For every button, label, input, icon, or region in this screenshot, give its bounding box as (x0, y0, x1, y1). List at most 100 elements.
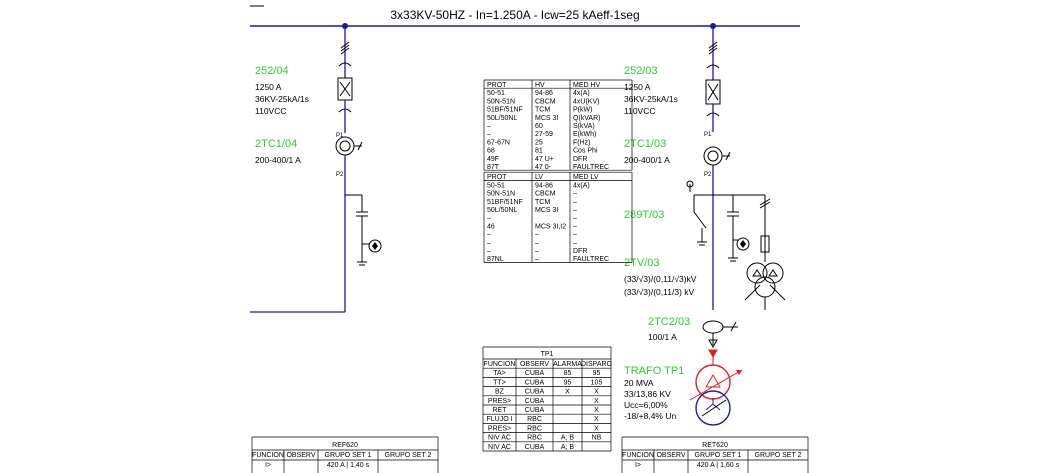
tp1-cell: X (594, 398, 599, 405)
lv_rows-cell: 50L/50NL (487, 207, 517, 214)
right-ct2-ratio: 100/1 A (648, 332, 677, 342)
tp1-cell: NIV AC (488, 444, 511, 451)
tp1-cell: RBC (527, 435, 542, 442)
right-bay: P1 P2 (686, 23, 786, 426)
right-p1-label: P1 (704, 132, 712, 138)
ref620-header-3: GRUPO SET 2 (385, 452, 432, 459)
hv_rows-cell: 51BF/51NF (487, 107, 523, 114)
lv_rows-cell: 51BF/51NF (487, 199, 523, 206)
vt-winding-1 (746, 262, 768, 284)
lv_rows-cell: – (487, 248, 491, 255)
hv_rows-cell: 4xU(KV) (573, 98, 599, 105)
right-breaker-line-0: 1250 A (624, 82, 651, 92)
tp1-cell: CUBA (525, 370, 545, 377)
lv_rows-cell: – (535, 240, 539, 247)
hv_rows-cell: TCM (535, 107, 550, 114)
lv_rows-cell: – (535, 248, 539, 255)
ref620-header-0: FUNCION (252, 452, 284, 459)
hv_header-0: PROT (487, 82, 507, 89)
left-p1-label: P1 (336, 133, 344, 139)
lv_rows-cell: 50N-51N (487, 191, 515, 198)
tp1-cell: RET (493, 407, 508, 414)
right-vt-line-1: (33/√3)/(0,11/3) kV (624, 287, 695, 297)
tp1-cell: X (565, 389, 570, 396)
left-lamp-icon (368, 239, 382, 253)
tp1-header-3: DISPARO (581, 361, 613, 368)
lv_rows-cell: 50-51 (487, 182, 505, 189)
hv_rows-cell: 47 0- (535, 164, 552, 171)
left-bay: P1 P2 (250, 23, 382, 313)
hv_rows-cell: 27-59 (535, 131, 553, 138)
lv_rows-cell: MCS 3I (535, 207, 558, 214)
tp1-cell: CUBA (525, 398, 545, 405)
ret620-header-3: GRUPO SET 2 (755, 452, 802, 459)
right-ct2-tag: 2TC2/03 (648, 316, 690, 328)
hv_rows-cell: 87T (487, 164, 500, 171)
tp1-header-2: ALARMA (553, 361, 582, 368)
tp1-cell: 95 (564, 379, 572, 386)
tp1-cell: TA> (493, 370, 506, 377)
tp1-cell: RBC (527, 425, 542, 432)
lv_rows-cell: – (573, 215, 577, 222)
ret620-header-2: GRUPO SET 1 (695, 452, 742, 459)
right-breaker-line-1: 36KV-25kA/1s (624, 94, 678, 104)
hv_rows-cell: P(kW) (573, 107, 592, 114)
left-breaker-tag: 252/04 (255, 65, 289, 77)
left-ct-ratio: 200-400/1 A (255, 155, 301, 165)
ret620-title: RET620 (702, 442, 728, 449)
tp1-cell: BZ (495, 389, 505, 396)
hv_rows-cell: Q(kVAR) (573, 115, 600, 122)
lv_rows-cell: – (535, 256, 539, 263)
ret620-header-0: FUNCION (622, 452, 654, 459)
ref620-header-2: GRUPO SET 1 (325, 452, 372, 459)
ref620-title: REF620 (332, 442, 358, 449)
tp1-cell: 85 (564, 370, 572, 377)
lv_rows-cell: CBCM (535, 191, 556, 198)
ref620-cell: I> (265, 462, 271, 469)
lv_rows-cell: – (573, 223, 577, 230)
ref620-header-1: OBSERV (286, 452, 315, 459)
right-breaker-line-2: 110VCC (624, 106, 656, 116)
lv_rows-cell: 4x(A) (573, 182, 590, 189)
tp1-cell: TT> (493, 379, 506, 386)
hv_rows-cell: 50N-51N (487, 98, 515, 105)
trafo-line-2: Ucc=6,00% (624, 400, 668, 410)
ret620-cell: 420 A | 1,60 s (697, 462, 740, 469)
hv_rows-cell: 50L/50NL (487, 115, 517, 122)
right-vt-tag: 2TV/03 (624, 257, 659, 269)
lv_header-0: PROT (487, 174, 507, 181)
right-p2-label: P2 (704, 172, 712, 178)
vt-winding-2 (762, 262, 784, 284)
hv_rows-cell: Cos Phi (573, 148, 598, 155)
lv_rows-cell: – (487, 240, 491, 247)
right-breaker-tag: 252/03 (624, 65, 658, 77)
lv_rows-cell: – (535, 232, 539, 239)
tp1-cell: CUBA (525, 407, 545, 414)
tp1-cell: FLUJO I (486, 416, 512, 423)
hv_rows-cell: CBCM (535, 98, 556, 105)
tp1-cell: X (594, 407, 599, 414)
tp1-cell: CUBA (525, 379, 545, 386)
ret620-cell: I> (635, 462, 641, 469)
right-ct1-ratio: 200-400/1 A (624, 155, 670, 165)
tp1-cell: A; B (561, 435, 575, 442)
lv_rows-cell: – (573, 191, 577, 198)
trafo-tag: TRAFO TP1 (624, 365, 684, 377)
lv_rows-cell: 87NL (487, 256, 504, 263)
lv_rows-cell: – (573, 207, 577, 214)
tp1-cell: CUBA (525, 444, 545, 451)
hv_rows-cell: 68 (487, 148, 495, 155)
hv_rows-cell: 60 (535, 123, 543, 130)
hv_rows-cell: 49F (487, 156, 499, 163)
left-ct-symbol (335, 136, 355, 156)
tp1-header-1: OBSERV (520, 361, 549, 368)
left-breaker-line-2: 110VCC (255, 106, 287, 116)
lv_rows-cell: DFR (573, 248, 587, 255)
hv_rows-cell: 94-86 (535, 90, 553, 97)
lv_rows-cell: – (487, 232, 491, 239)
lv_rows-cell: – (487, 215, 491, 222)
hv_rows-cell: MCS 3I (535, 115, 558, 122)
